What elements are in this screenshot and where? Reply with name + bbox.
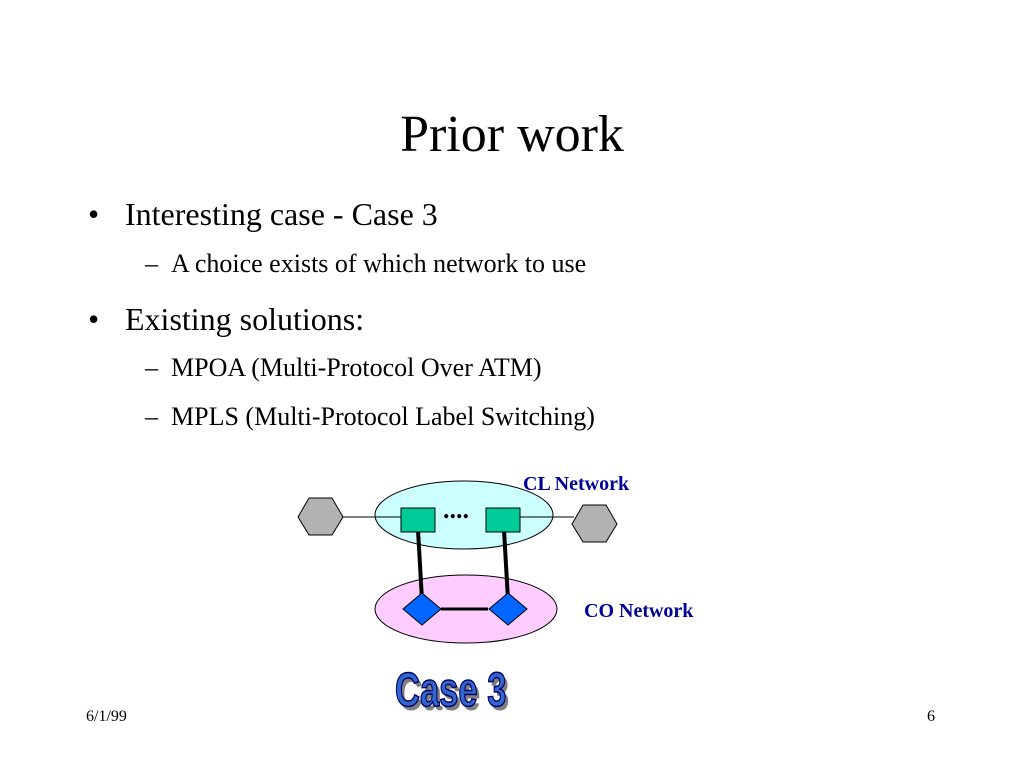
sub-bullet-text: A choice exists of which network to use bbox=[171, 249, 587, 278]
sub-bullet-marker: – bbox=[145, 249, 158, 278]
sub-bullet-text: MPOA (Multi-Protocol Over ATM) bbox=[171, 353, 542, 382]
switch-diamond-icon bbox=[488, 592, 528, 626]
slide-title: Prior work bbox=[400, 106, 624, 163]
router-switch-link-right bbox=[502, 529, 510, 601]
co-network-label: CO Network bbox=[584, 600, 694, 622]
router-switch-link-left bbox=[416, 529, 424, 601]
case-label-shadow: Case 3 bbox=[398, 666, 509, 720]
router-chain-dots: .... bbox=[443, 495, 469, 524]
host-hexagon-icon bbox=[297, 497, 344, 536]
bullet-text: Existing solutions: bbox=[125, 301, 365, 337]
page-number: 6 bbox=[927, 708, 935, 725]
cl-network-label: CL Network bbox=[523, 473, 630, 495]
router-square-icon bbox=[485, 507, 521, 533]
sub-bullet-marker: – bbox=[145, 402, 158, 431]
case-label: Case 3 bbox=[395, 662, 506, 716]
router-square-icon bbox=[400, 507, 436, 533]
network-diagram: .... CL Network CO Network Case 3 Case 3 bbox=[297, 473, 694, 720]
sub-bullet-marker: – bbox=[145, 353, 158, 382]
bullet-text: Interesting case - Case 3 bbox=[125, 196, 438, 232]
switch-diamond-icon bbox=[402, 592, 442, 626]
sub-bullet-text: MPLS (Multi-Protocol Label Switching) bbox=[171, 402, 595, 431]
bullet-marker: • bbox=[88, 196, 100, 232]
footer-date: 6/1/99 bbox=[86, 708, 127, 725]
host-hexagon-icon bbox=[571, 504, 618, 543]
bullet-marker: • bbox=[88, 301, 100, 337]
